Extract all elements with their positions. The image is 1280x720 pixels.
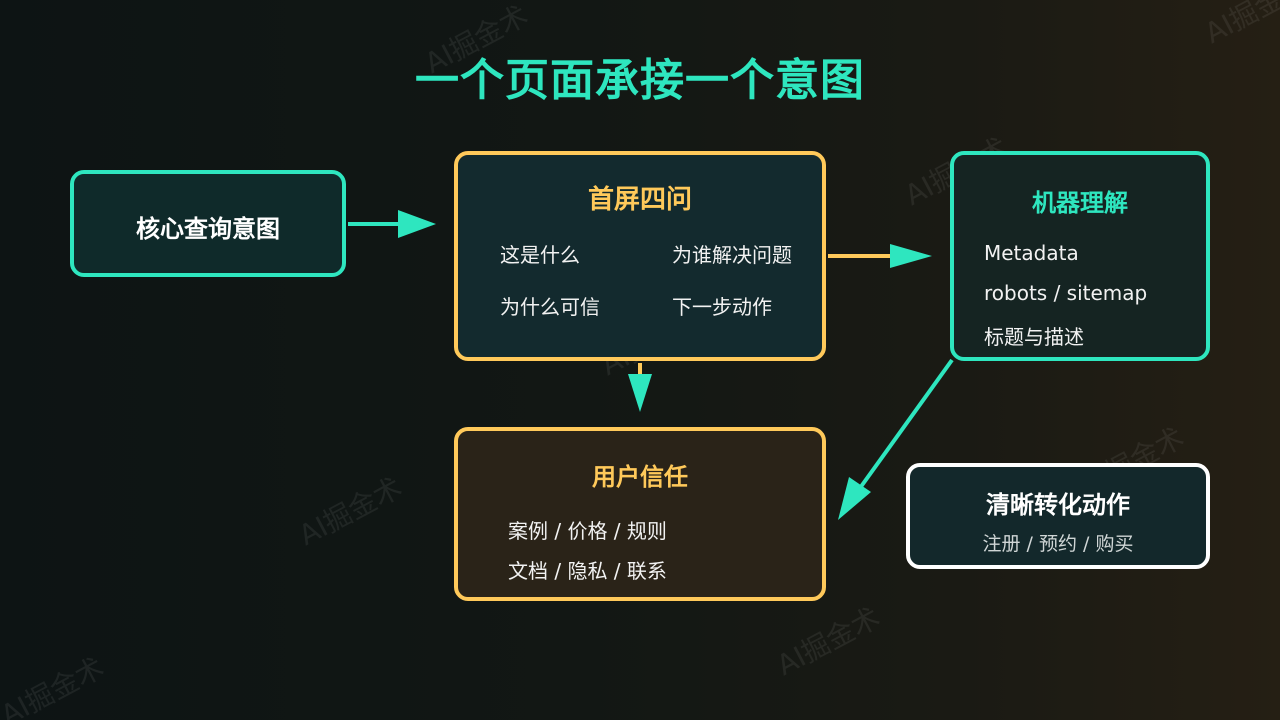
- node-core-query: 核心查询意图: [70, 170, 346, 277]
- node-label: 首屏四问: [587, 185, 692, 215]
- node-label: 机器理解: [1032, 189, 1128, 217]
- trust-item: 案例 / 价格 / 规则: [508, 519, 667, 543]
- question-item: 为谁解决问题: [672, 243, 792, 267]
- node-four-questions: 首屏四问 这是什么 为谁解决问题 为什么可信 下一步动作: [454, 151, 826, 361]
- node-clear-conversion: 清晰转化动作 注册 / 预约 / 购买: [906, 463, 1210, 569]
- arrow-machine-to-trust: [858, 358, 954, 490]
- machine-item: 标题与描述: [984, 325, 1084, 349]
- question-item: 为什么可信: [500, 295, 600, 319]
- node-label: 核心查询意图: [136, 215, 280, 243]
- node-user-trust: 用户信任 案例 / 价格 / 规则 文档 / 隐私 / 联系: [454, 427, 826, 601]
- node-sublabel: 注册 / 预约 / 购买: [982, 533, 1134, 555]
- arrow-head: [628, 374, 652, 412]
- machine-item: robots / sitemap: [984, 281, 1148, 305]
- machine-item: Metadata: [984, 241, 1079, 265]
- node-machine-understanding: 机器理解 Metadata robots / sitemap 标题与描述: [950, 151, 1210, 361]
- page-title: 一个页面承接一个意图: [415, 55, 865, 106]
- question-item: 下一步动作: [672, 295, 772, 319]
- trust-item: 文档 / 隐私 / 联系: [508, 559, 667, 583]
- arrow-head: [838, 477, 871, 520]
- arrow-head: [398, 210, 436, 238]
- question-item: 这是什么: [500, 243, 580, 267]
- node-label: 用户信任: [592, 463, 688, 491]
- arrow-head: [890, 244, 932, 268]
- node-label: 清晰转化动作: [986, 491, 1130, 519]
